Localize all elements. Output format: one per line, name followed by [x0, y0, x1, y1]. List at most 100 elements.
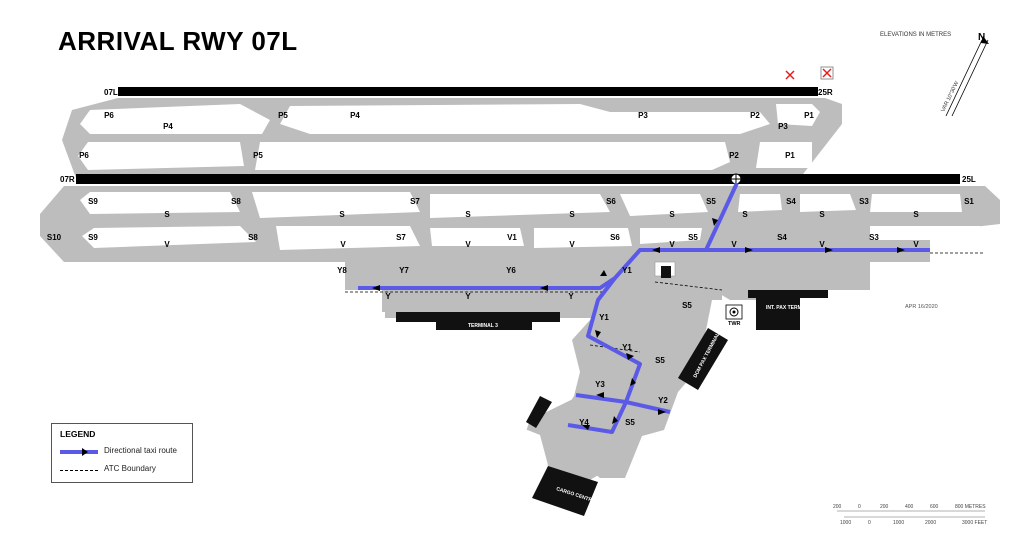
taxiway-label: S	[742, 210, 748, 219]
taxiway-label: Y4	[579, 418, 589, 427]
arrow-icon	[897, 247, 905, 253]
cargo-shed	[526, 396, 552, 428]
taxiway-label: Y	[568, 292, 574, 301]
taxiway-label: P1	[785, 151, 795, 160]
north-arrow-icon	[981, 36, 989, 44]
south-taxiway-system	[40, 186, 1000, 318]
taxiway-label: S9	[88, 233, 98, 242]
int-pax-terminal-building	[748, 290, 828, 330]
legend-item-route: Directional taxi route	[60, 446, 190, 458]
taxiway-label: P3	[778, 122, 788, 131]
scale-label: 2000	[925, 520, 936, 526]
taxiway-label: S3	[859, 197, 869, 206]
arrow-icon	[745, 247, 753, 253]
buildings: TERMINAL 3 INT. PAX TERMINAL TWR DOM PAX…	[396, 261, 828, 516]
taxiway-label: Y	[465, 292, 471, 301]
taxiway-label: S	[465, 210, 471, 219]
arrow-icon	[596, 392, 604, 398]
scale-label: 200	[833, 504, 842, 510]
arrow-icon	[372, 285, 380, 291]
arrow-icon	[712, 218, 718, 226]
route-segment	[586, 276, 671, 414]
runway-end-label: 25L	[962, 175, 976, 184]
taxiway-label: S8	[248, 233, 258, 242]
taxiway-label: S	[819, 210, 825, 219]
taxiway-label: P5	[278, 111, 288, 120]
taxiway-label: P4	[350, 111, 360, 120]
taxiway-label: P3	[638, 111, 648, 120]
taxiway-label: Y8	[337, 266, 347, 275]
taxiway-label: P6	[79, 151, 89, 160]
date-note: APR 16/2020	[905, 304, 938, 310]
airside-building	[661, 266, 671, 278]
route-arrows	[372, 218, 905, 430]
runway-end-label: 07L	[104, 88, 118, 97]
taxiway-label: V	[465, 240, 471, 249]
taxiway-label: V	[731, 240, 737, 249]
scale-label: 3000 FEET	[962, 520, 987, 526]
page-title: ARRIVAL RWY 07L	[58, 26, 298, 56]
scale-label: 0	[868, 520, 871, 526]
taxiway-label: S5	[625, 418, 635, 427]
taxiway-label: V	[913, 240, 919, 249]
taxiway-label: S8	[231, 197, 241, 206]
taxiway-label: S	[669, 210, 675, 219]
red-x-icon	[822, 68, 832, 78]
taxiway-label: Y6	[506, 266, 516, 275]
magnetic-variation: VAR 10°30'W	[940, 80, 960, 113]
north-arrow: N VAR 10°30'W	[940, 32, 989, 117]
taxiway-label: P2	[729, 151, 739, 160]
runway-07L-25R	[118, 87, 818, 96]
taxiway-label: S7	[410, 197, 420, 206]
taxiway-label: V	[819, 240, 825, 249]
scale-label: 1000	[840, 520, 851, 526]
building-label: TERMINAL 3	[468, 323, 498, 329]
taxiway-label: S5	[706, 197, 716, 206]
arrow-icon	[540, 285, 548, 291]
taxiway-label: Y2	[658, 396, 668, 405]
taxiway-label: S	[913, 210, 919, 219]
grass-islands	[78, 104, 990, 465]
taxiway-label: P5	[253, 151, 263, 160]
taxiway-label: Y3	[595, 380, 605, 389]
elevations-note: ELEVATIONS IN METRES	[880, 32, 952, 38]
hold-point-icon	[730, 173, 742, 185]
runway-end-label: 25R	[818, 88, 833, 97]
route-segment	[567, 401, 628, 434]
arrow-icon	[612, 416, 618, 424]
taxiway-label: S5	[682, 301, 692, 310]
scale-label: 1000	[893, 520, 904, 526]
taxiway-label: Y1	[622, 266, 632, 275]
runway-end-label: 07R	[60, 175, 75, 184]
taxiway-label: V	[340, 240, 346, 249]
taxiway-label: V	[164, 240, 170, 249]
red-x-icon	[785, 70, 795, 80]
taxiway-label: S4	[786, 197, 796, 206]
arrow-icon	[825, 247, 833, 253]
taxiway-label: Y7	[399, 266, 409, 275]
arrow-icon	[595, 330, 601, 338]
scale-label: 600	[930, 504, 939, 510]
taxiway-label: P1	[804, 111, 814, 120]
scale-label: 0	[858, 504, 861, 510]
legend-item-atc: ATC Boundary	[60, 464, 190, 476]
scale-bar: 200 0 200 400 600 800 METRES 1000 0 1000…	[833, 504, 987, 526]
scale-label: 800 METRES	[955, 504, 986, 510]
taxiway-label: Y1	[599, 313, 609, 322]
arrow-icon	[626, 353, 634, 360]
taxiway-label: S	[569, 210, 575, 219]
arrow-icon	[630, 378, 636, 386]
taxiway-label: S5	[688, 233, 698, 242]
taxiway-label: S4	[777, 233, 787, 242]
scale-label: 400	[905, 504, 914, 510]
legend-title: LEGEND	[60, 429, 96, 439]
arrow-icon	[658, 409, 666, 415]
legend-label: Directional taxi route	[104, 446, 177, 455]
cargo-centre-building	[532, 466, 598, 516]
obstruction-markers	[783, 66, 834, 81]
atc-boundary-swatch-icon	[60, 470, 98, 471]
taxiway-label: S1	[964, 197, 974, 206]
taxiway-label: P2	[750, 111, 760, 120]
